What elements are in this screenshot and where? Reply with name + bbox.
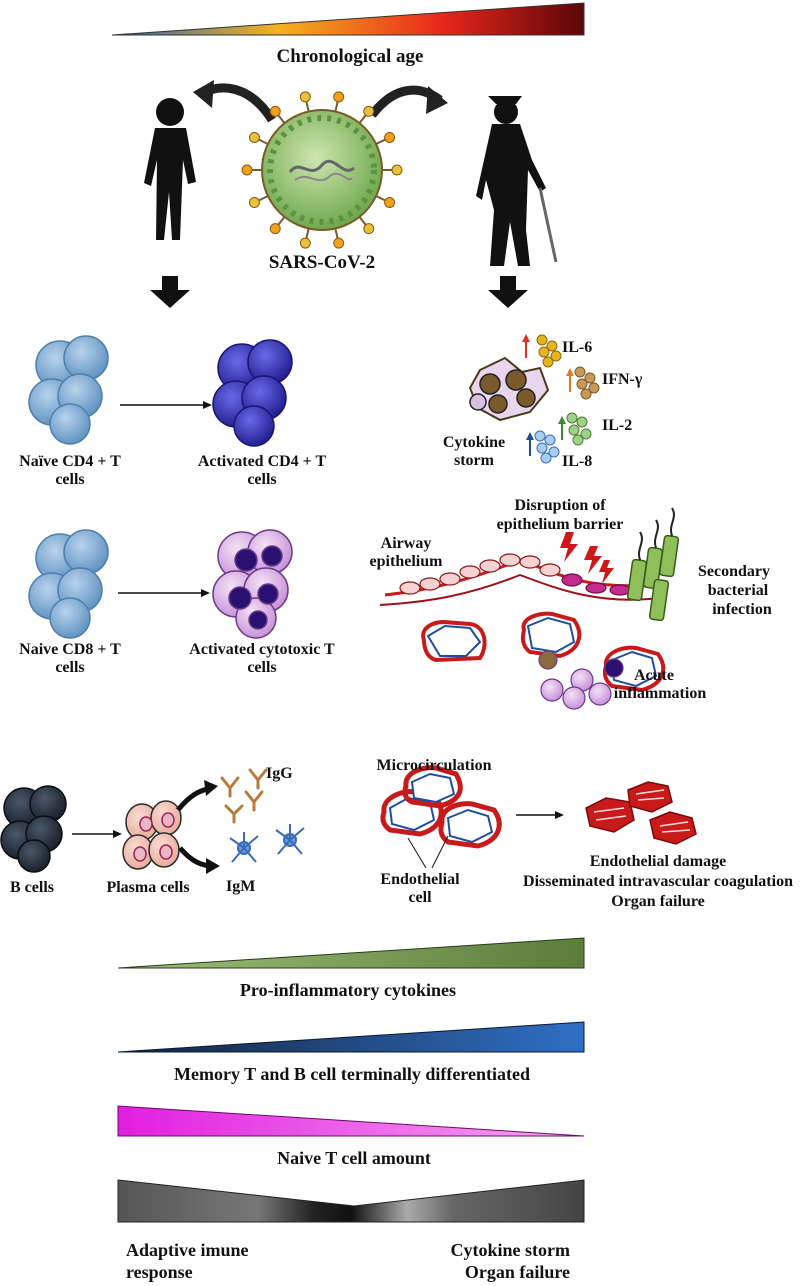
adaptive-response-label-2: response [126,1262,193,1282]
activated-cd4-cells [213,340,292,446]
damaged-vessels [586,782,696,844]
virus-spike-head [385,132,395,142]
naive-cd4-label-2: cells [55,471,84,488]
igm-label: IgM [226,878,255,895]
naive-cd8-cells [29,530,108,638]
curved-arrow-head-right [426,86,448,114]
microcirculation-label: Microcirculation [377,757,492,774]
naive-cd4-cells [29,336,108,444]
cytokine-dots-ifn [575,367,599,399]
cytokine-dots-il2 [567,413,591,445]
down-arrow-icon [488,276,528,308]
virus-spike-head [249,132,259,142]
activated-cytotoxic-label-2: cells [247,659,276,676]
ifn-gamma-label: IFN-γ [602,371,643,388]
activated-cytotoxic-cells [213,530,292,638]
inflammation-cells [539,651,623,709]
adaptive-response-label: Adaptive imune [126,1240,249,1260]
curved-arrow-head-left [193,80,214,108]
plasma-cells-label: Plasma cells [106,879,189,896]
il6-label: IL-6 [562,339,592,356]
activated-cytotoxic-label: Activated cytotoxic T [189,641,335,658]
il2-label: IL-2 [602,417,632,434]
pro-inflammatory-wedge [118,938,584,968]
cytokine-storm-bottom-label: Cytokine storm [451,1240,571,1260]
endothelial-cell-label: Endothelial [380,871,460,888]
cytokine-storm-cells [470,358,548,420]
virus-spike-head [270,106,280,116]
pro-inflammatory-label: Pro-inflammatory cytokines [240,980,456,1000]
virus-spike-head [270,224,280,234]
sars-cov-2-label: SARS-CoV-2 [269,252,375,273]
virus-spike-head [334,92,344,102]
activated-cd4-label-2: cells [247,471,276,488]
organ-failure-bottom-label: Organ failure [465,1262,570,1282]
b-cells-label: B cells [10,879,54,896]
secondary-infection-label: Secondary [698,563,770,580]
cytokine-storm-label: Cytokine [443,434,505,451]
endothelial-pointer [408,838,426,868]
memory-wedge [118,1022,584,1052]
memory-label: Memory T and B cell terminally different… [174,1064,530,1084]
secondary-infection-label-2: bacterial [708,582,769,599]
cytokine-storm-label-2: storm [454,452,495,469]
naive-t-wedge [118,1106,584,1136]
plasma-cells [123,801,181,869]
igg-antibodies [222,770,266,822]
cytokine-dots-il6 [537,335,561,367]
cytokine-dots-il8 [535,431,559,463]
virus-spike-head [334,238,344,248]
virus-spike-head [385,198,395,208]
endothelial-damage-label: Endothelial damage [590,853,726,870]
virus-spike-head [364,106,374,116]
naive-t-amount-label: Naive T cell amount [277,1148,431,1168]
virus-spike-head [300,92,310,102]
virus-spike-head [364,224,374,234]
activated-cd4-label: Activated CD4 + T [198,453,327,470]
disruption-label: Disruption of [514,497,606,514]
chronological-age-wedge [112,3,584,35]
naive-cd4-label: Naïve CD4 + T [19,453,121,470]
secondary-infection-label-3: infection [712,601,772,618]
virus-spike-head [249,198,259,208]
organ-failure-label: Organ failure [611,893,704,910]
disruption-label-2: epithelium barrier [497,516,624,533]
b-cells [1,786,66,872]
naive-cd8-label: Naive CD8 + T [19,641,121,658]
airway-label: Airway [381,535,432,552]
dic-label: Disseminated intravascular coagulation [523,873,793,890]
virus-spike-head [242,165,252,175]
acute-inflammation-label-2: inflammation [614,685,707,702]
virus-spike-head [300,238,310,248]
endothelial-cell-label-2: cell [408,889,432,906]
endothelial-pointer [432,836,448,868]
balance-wedge [118,1180,584,1222]
child-silhouette [144,98,196,240]
il8-label: IL-8 [562,453,592,470]
microcirculation-vessels [383,768,499,846]
down-arrow-icon [150,276,190,308]
igg-label: IgG [266,765,293,782]
airway-label-2: epithelium [370,553,444,570]
chronological-age-label: Chronological age [277,46,424,67]
virus-icon [262,110,382,230]
naive-cd8-label-2: cells [55,659,84,676]
acute-inflammation-label: Acute [634,667,674,684]
bacteria-icons [627,508,678,621]
virus-spike-head [392,165,402,175]
igm-antibodies [230,824,304,862]
elderly-silhouette [476,96,556,266]
